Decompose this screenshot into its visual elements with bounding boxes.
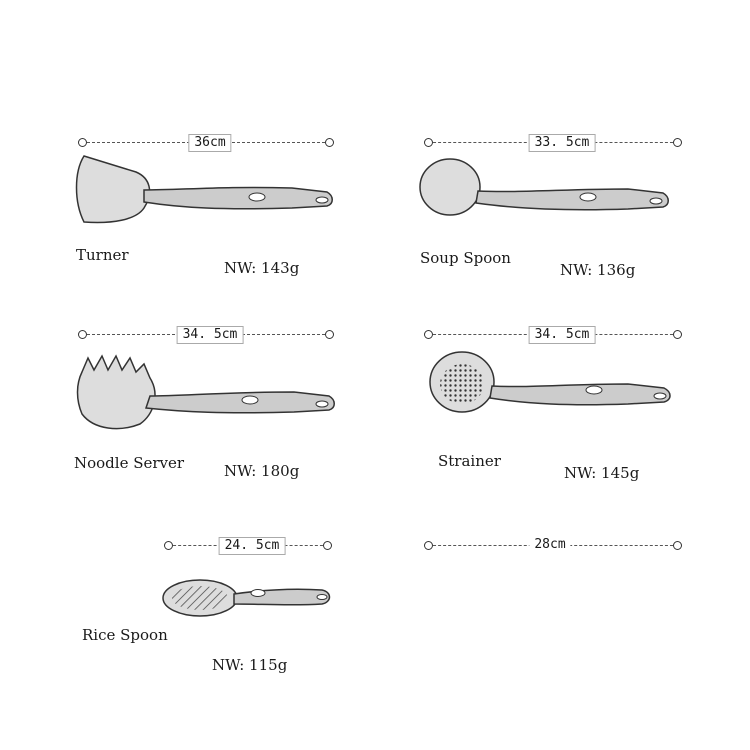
empty-length: 28cm — [529, 537, 571, 553]
strainer-icon — [429, 351, 671, 413]
soup-spoon-length: 33. 5cm — [528, 134, 596, 152]
noodle-server-weight: NW: 180g — [224, 462, 300, 480]
turner-name: Turner — [76, 246, 129, 264]
strainer-dimension: 34. 5cm — [424, 326, 682, 344]
turner-length: 36cm — [188, 134, 232, 152]
soup-spoon-weight: NW: 136g — [560, 261, 636, 279]
strainer-weight: NW: 145g — [564, 464, 640, 482]
turner-weight: NW: 143g — [224, 259, 300, 277]
rice-spoon-dimension: 24. 5cm — [164, 537, 332, 555]
empty-dimension: 28cm — [424, 537, 682, 553]
turner-icon — [75, 155, 333, 224]
rice-spoon-length: 24. 5cm — [218, 537, 286, 555]
noodle-server-dimension: 34. 5cm — [78, 326, 334, 344]
strainer-name: Strainer — [438, 452, 501, 470]
strainer-length: 34. 5cm — [528, 326, 596, 344]
soup-spoon-name: Soup Spoon — [420, 249, 511, 267]
rice-spoon-icon — [162, 579, 331, 617]
noodle-server-name: Noodle Server — [74, 454, 185, 472]
rice-spoon-name: Rice Spoon — [82, 626, 168, 644]
soup-spoon-icon — [419, 158, 669, 216]
soup-spoon-dimension: 33. 5cm — [424, 134, 682, 152]
noodle-server-length: 34. 5cm — [176, 326, 244, 344]
noodle-server-icon — [76, 354, 335, 430]
rice-spoon-weight: NW: 115g — [212, 656, 288, 674]
turner-dimension: 36cm — [78, 134, 334, 152]
